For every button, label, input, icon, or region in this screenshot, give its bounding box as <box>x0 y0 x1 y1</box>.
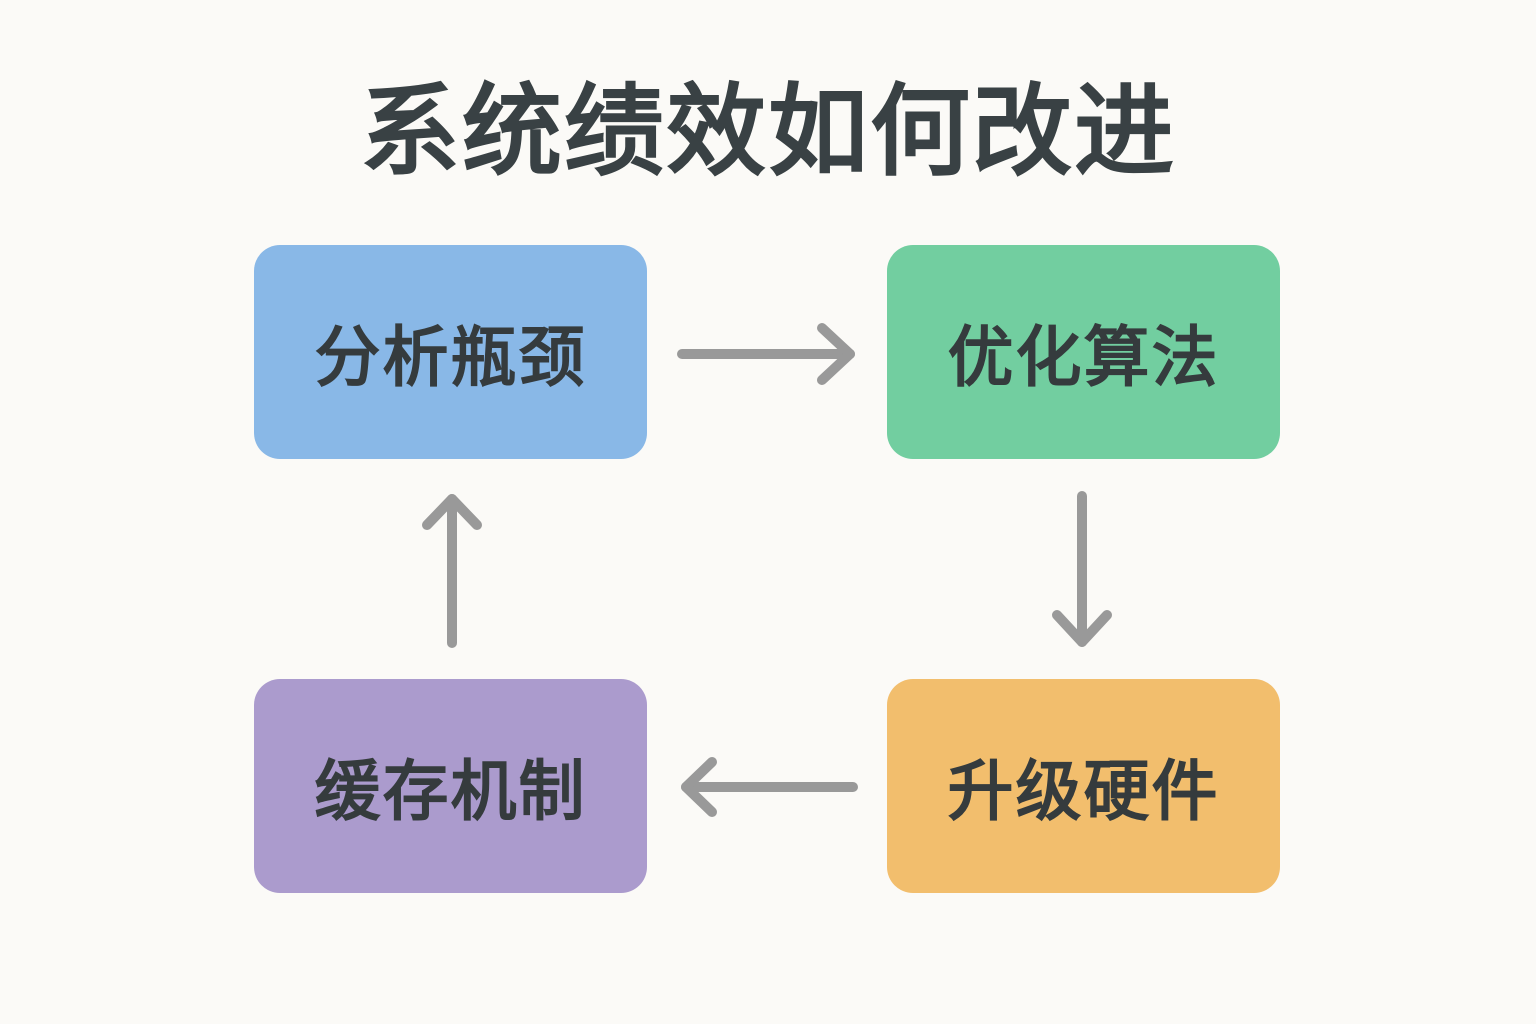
diagram-title: 系统绩效如何改进 <box>360 73 1176 190</box>
node-analyze-bottleneck: 分析瓶颈 <box>254 245 647 459</box>
arrow-up-icon <box>422 494 482 648</box>
arrow-down-icon <box>1052 491 1112 647</box>
node-cache-mechanism: 缓存机制 <box>254 679 647 893</box>
arrow-right-icon <box>677 323 855 385</box>
arrow-left-icon <box>681 757 858 817</box>
node-optimize-algorithm: 优化算法 <box>887 245 1280 459</box>
node-upgrade-hardware: 升级硬件 <box>887 679 1280 893</box>
